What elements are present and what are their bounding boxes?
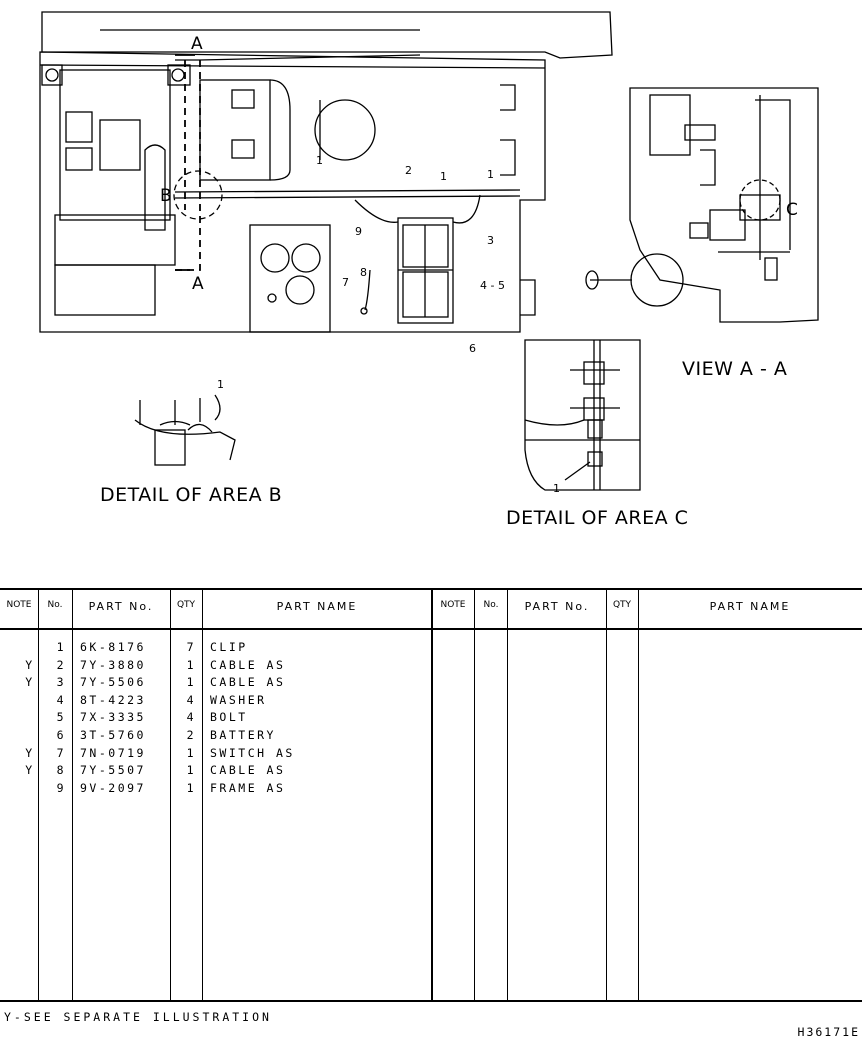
section-letter-a-bottom: A xyxy=(192,274,204,294)
header-no: No. xyxy=(47,600,63,610)
header-part-name: PART NAME xyxy=(276,600,358,613)
detail-b-drawing xyxy=(134,419,236,461)
callout-1b: 1 xyxy=(487,168,494,181)
callout-1c: 1 xyxy=(316,154,323,167)
detail-c-label: DETAIL OF AREA C xyxy=(506,507,689,529)
header-no-right: No. xyxy=(483,600,499,610)
header-qty: QTY xyxy=(176,600,196,610)
callout-8: 8 xyxy=(360,266,367,279)
footnote: Y-SEE SEPARATE ILLUSTRATION xyxy=(4,1010,272,1024)
callout-2: 2 xyxy=(405,164,412,177)
callout-7: 7 xyxy=(342,276,349,289)
section-letter-a-top: A xyxy=(191,34,203,54)
header-qty-right: QTY xyxy=(612,600,632,610)
section-letter-c: C xyxy=(786,200,798,220)
callout-9: 9 xyxy=(355,225,362,238)
callout-detail-c-1: 1 xyxy=(553,482,560,495)
callout-6: 6 xyxy=(469,342,476,355)
section-letter-b: B xyxy=(160,186,172,206)
engine-block xyxy=(59,69,171,221)
detail-c-drawing xyxy=(524,339,641,491)
machine-top-cover xyxy=(41,11,613,59)
header-part-no-right: PART No. xyxy=(524,600,590,613)
header-part-no: PART No. xyxy=(88,600,154,613)
header-note-right: NOTE xyxy=(440,600,466,610)
parts-table: NOTE No. PART No. QTY PART NAME NOTE No.… xyxy=(0,588,862,1002)
callout-3: 3 xyxy=(487,234,494,247)
header-part-name-right: PART NAME xyxy=(709,600,791,613)
callout-detail-b-1: 1 xyxy=(217,378,224,391)
callout-1a: 1 xyxy=(440,170,447,183)
machine-frame xyxy=(39,51,546,333)
detail-b-label: DETAIL OF AREA B xyxy=(100,484,283,506)
parts-illustration xyxy=(39,11,819,491)
view-aa-drawing xyxy=(629,87,819,323)
callout-4-5: 4 - 5 xyxy=(480,279,505,292)
header-note: NOTE xyxy=(6,600,32,610)
view-aa-label: VIEW A - A xyxy=(682,358,788,380)
illustration-number: H36171E xyxy=(797,1025,860,1039)
